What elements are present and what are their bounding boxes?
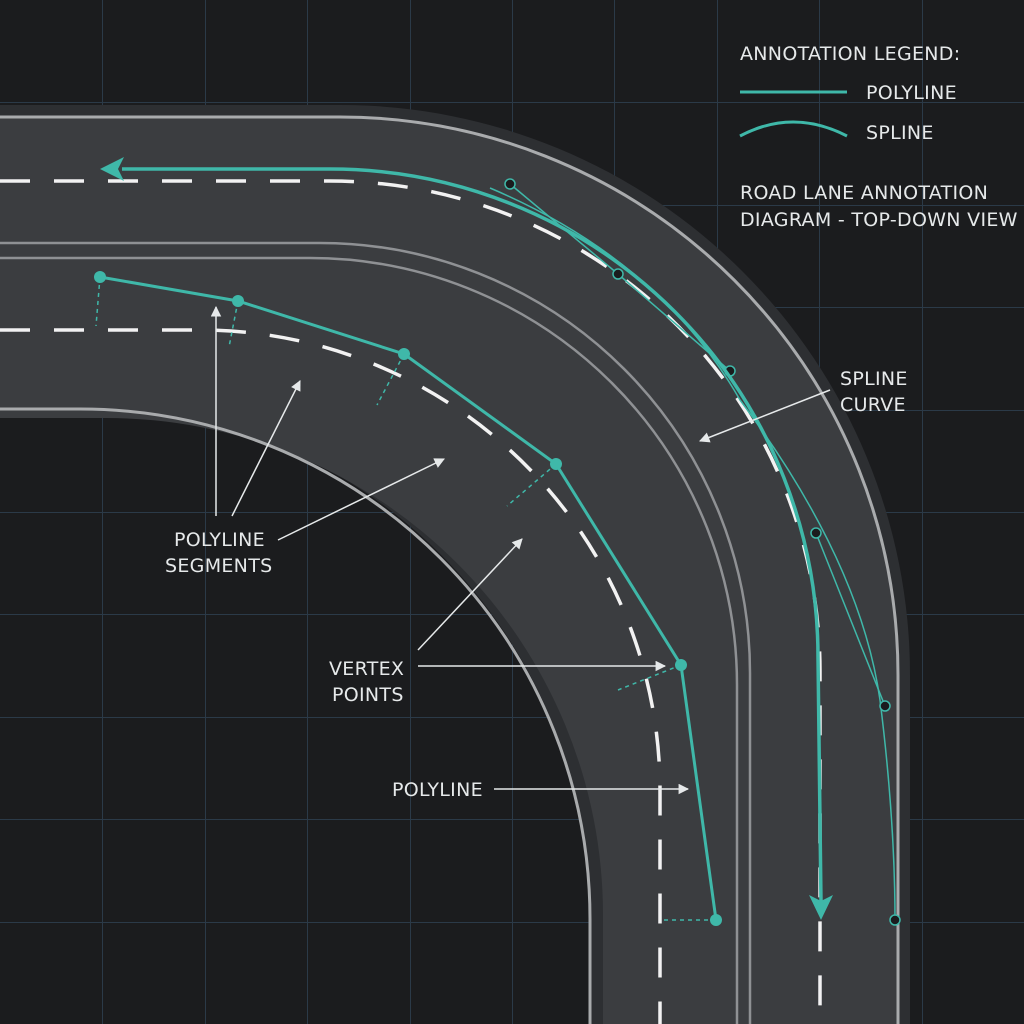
callout-labels: SPLINE CURVE POLYLINE SEGMENTS VERTEX PO… <box>165 368 908 801</box>
median-line-b <box>0 256 739 1024</box>
spline-curve-label-line2: CURVE <box>840 394 906 416</box>
callout-arrows <box>210 305 831 795</box>
vertex-point[interactable] <box>550 458 562 470</box>
road-surface <box>0 117 898 1024</box>
control-polygon-line <box>815 532 886 707</box>
spline-curve-label-line1: SPLINE <box>840 368 908 390</box>
polyline-segments[interactable] <box>99 275 718 921</box>
leader-arrow <box>699 389 831 443</box>
vertex-points-label-line2: POINTS <box>332 684 404 706</box>
polyline-label: POLYLINE <box>392 779 483 801</box>
vertex-points-label-line1: VERTEX <box>329 658 404 680</box>
polyline-segments-label-line1: POLYLINE <box>174 529 265 551</box>
diagram-title-line2: DIAGRAM - TOP-DOWN VIEW <box>740 209 1018 231</box>
diagram-title-line1: ROAD LANE ANNOTATION <box>740 182 988 204</box>
control-point[interactable] <box>879 700 891 712</box>
leader-arrow <box>417 538 523 651</box>
leader-arrow <box>231 380 301 517</box>
road-inner-edge-line <box>0 407 592 1024</box>
median-line-a <box>0 241 752 1024</box>
control-point[interactable] <box>612 268 624 280</box>
vertex-point[interactable] <box>675 659 687 671</box>
road <box>0 105 910 1024</box>
legend: ANNOTATION LEGEND: POLYLINE SPLINE <box>739 43 960 144</box>
spline-curve[interactable] <box>122 167 823 903</box>
vertex-point[interactable] <box>710 914 722 926</box>
legend-title: ANNOTATION LEGEND: <box>740 43 960 65</box>
vertex-point[interactable] <box>398 348 410 360</box>
polyline-segments-label-line2: SEGMENTS <box>165 555 272 577</box>
legend-polyline-label: POLYLINE <box>866 82 957 104</box>
spline-end-arrowhead <box>809 895 833 920</box>
legend-spline-swatch <box>739 120 848 138</box>
spline-start-arrowhead <box>100 157 124 181</box>
leader-arrow <box>277 458 445 541</box>
vertex-point[interactable] <box>232 295 244 307</box>
vertex-point[interactable] <box>94 271 106 283</box>
control-point[interactable] <box>504 178 516 190</box>
control-point[interactable] <box>810 527 822 539</box>
polyline-annotation <box>94 271 722 926</box>
diagram-title: ROAD LANE ANNOTATION DIAGRAM - TOP-DOWN … <box>740 182 1018 231</box>
road-outer-edge-line <box>0 115 900 1024</box>
legend-spline-label: SPLINE <box>866 122 934 144</box>
lane-marking-inner <box>0 328 662 1024</box>
spline-annotation <box>100 157 833 920</box>
control-point[interactable] <box>889 914 901 926</box>
vertex-projections <box>95 276 716 921</box>
